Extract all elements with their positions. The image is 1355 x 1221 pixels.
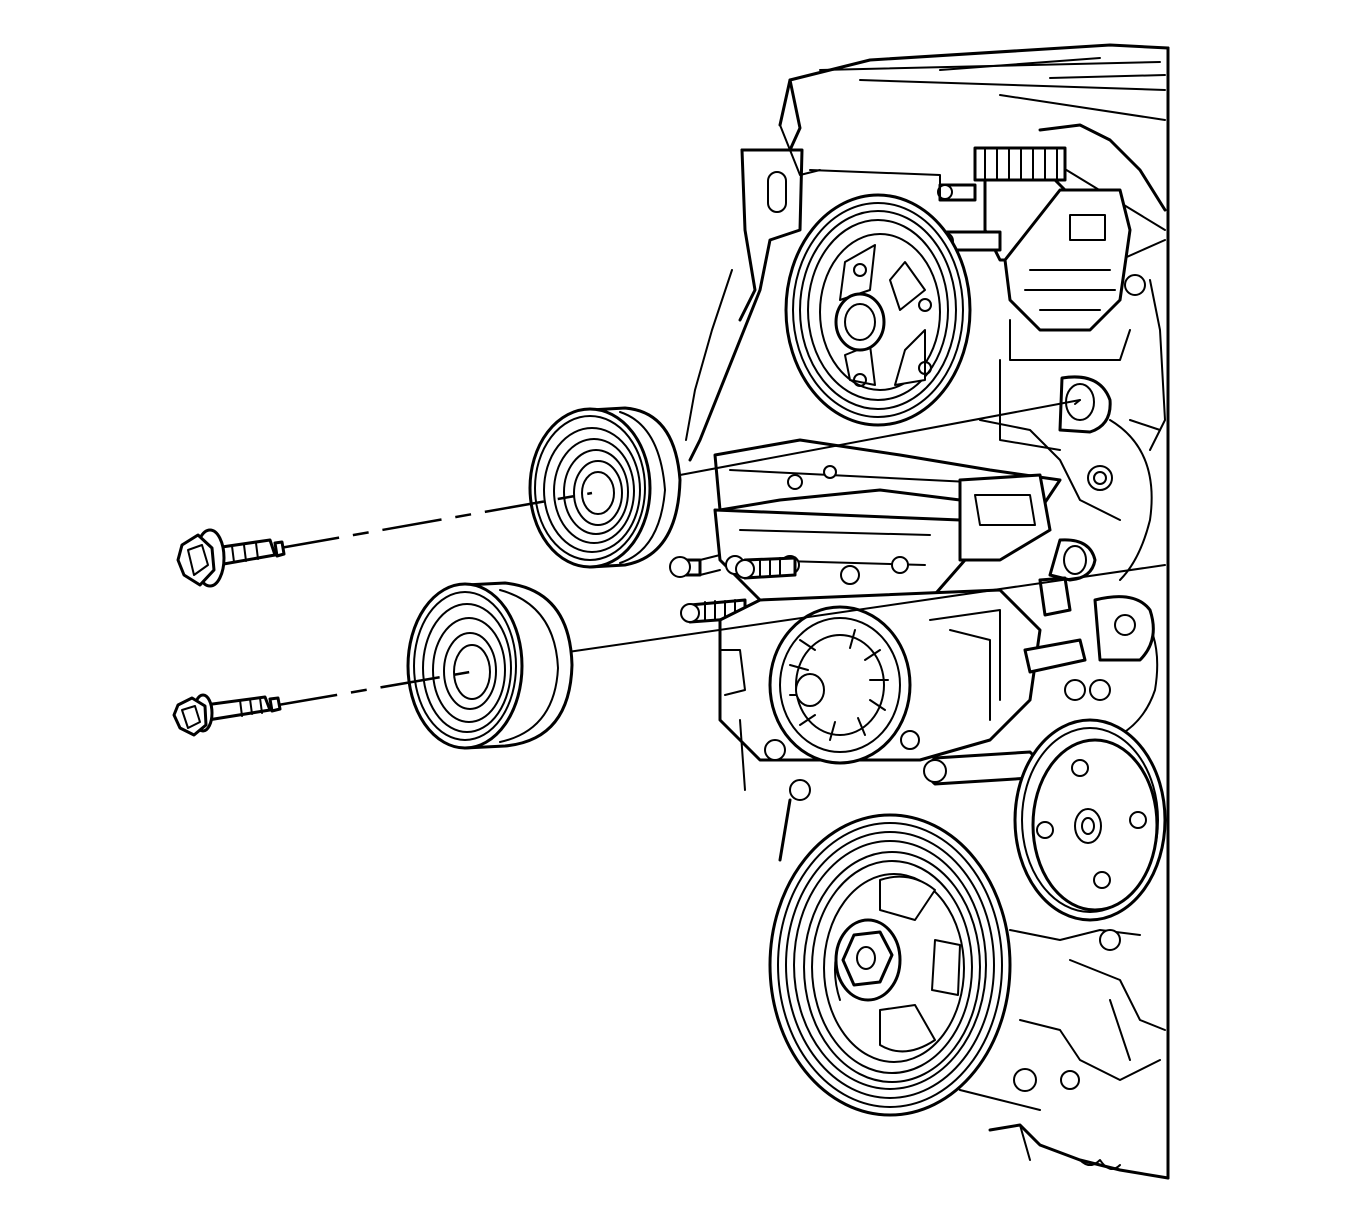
idler-pulley-upper: [528, 406, 682, 569]
lower-idler-mount-boss: [1048, 538, 1097, 582]
power-steering-pump-pulley: [784, 193, 972, 427]
water-pump-pulley: [1013, 718, 1167, 922]
accessory-bracket: [669, 438, 1062, 624]
alignment-lines: [567, 399, 1166, 653]
crankshaft-balancer: [768, 813, 1012, 1117]
upper-idler-mount-boss: [1058, 375, 1113, 491]
upper-right-fittings: [1023, 576, 1155, 701]
engine-block: [685, 43, 1170, 1180]
idler-bolt-lower: [172, 670, 471, 737]
idler-pulley-lower: [406, 581, 574, 750]
alternator: [718, 588, 1042, 791]
idler-bolt-upper: [176, 491, 593, 588]
